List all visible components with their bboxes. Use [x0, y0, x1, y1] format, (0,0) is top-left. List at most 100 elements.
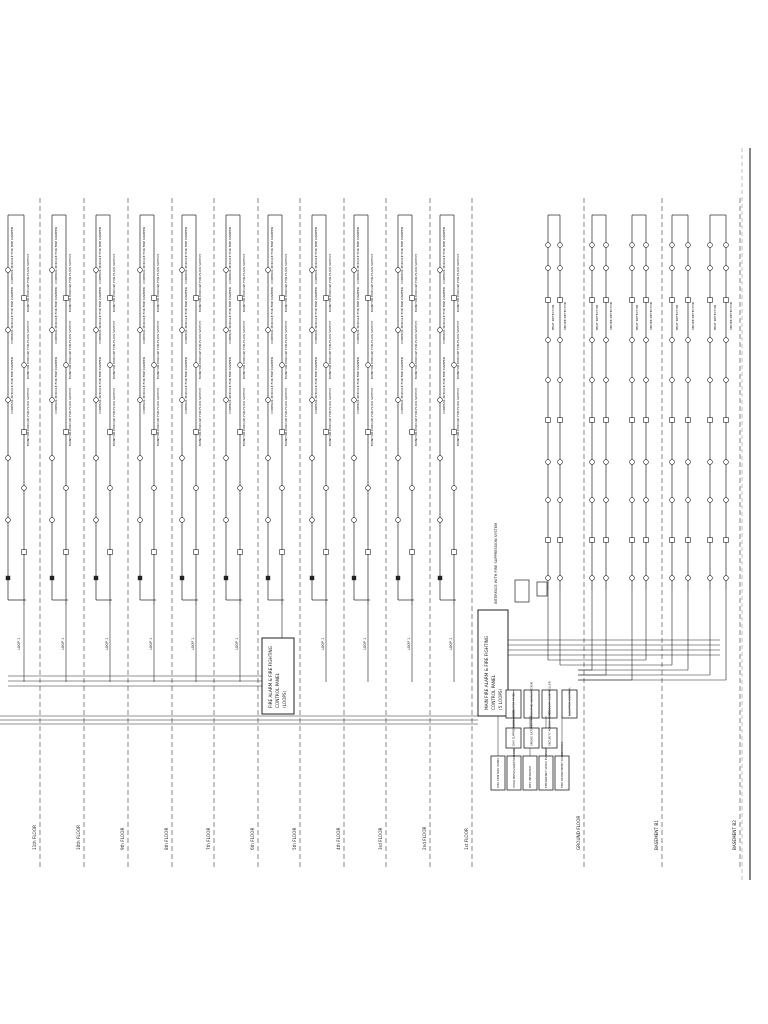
floor-label: 5th FLOOR: [292, 828, 297, 850]
module-symbol: [669, 417, 675, 423]
floor-label: 9th FLOOR: [120, 828, 125, 850]
device-label: HEAT DETECTOR: [713, 305, 717, 330]
module-symbol: [323, 549, 329, 555]
device-label: CONTROL MODULE FOR FIRE DAMPER: [270, 287, 274, 344]
loop-label: LOOP 1: [149, 638, 153, 650]
device-symbol: [723, 265, 729, 271]
interface-box: [536, 581, 548, 597]
device-symbol: [557, 265, 563, 271]
device-label: MONITOR MODULE FOR FLOW SWITCH: [242, 321, 246, 379]
loop-label: LOOP 1: [363, 638, 367, 650]
riser-columns: CONTROL MODULE FOR FIRE DAMPER MONITOR MO…: [5, 214, 733, 682]
module-symbol: [603, 417, 609, 423]
module-symbol: [589, 537, 595, 543]
device-symbol: [137, 517, 143, 523]
device-symbol: [723, 459, 729, 465]
module-symbol: [151, 549, 157, 555]
device-label: CONTROL MODULE FOR FIRE DAMPER: [184, 357, 188, 414]
module-symbol: [707, 537, 713, 543]
device-symbol: [723, 337, 729, 343]
device-label: MONITOR MODULE FOR FLOW SWITCH: [112, 388, 116, 446]
device-symbol: [351, 397, 357, 403]
device-label: MONITOR MODULE FOR FLOW SWITCH: [26, 388, 30, 446]
device-label: SMOKE DETECTOR: [609, 302, 613, 330]
panel-label: CONTROL PANEL: [275, 672, 280, 708]
module-symbol: [451, 549, 457, 555]
device-symbol: [323, 485, 329, 491]
module-symbol: [629, 417, 635, 423]
aux-system-box: AHU CONTROL PANEL: [490, 716, 506, 791]
floor-riser: CONTROL MODULE FOR FIRE DAMPER MONITOR MO…: [223, 214, 246, 682]
device-symbol: [707, 459, 713, 465]
device-symbol: [685, 459, 691, 465]
device-symbol: [545, 497, 551, 503]
device-symbol: [557, 242, 563, 248]
module-symbol: [237, 549, 243, 555]
device-symbol: [365, 485, 371, 491]
device-symbol: [685, 337, 691, 343]
module-symbol: [365, 549, 371, 555]
panel-label: MAIN FIRE ALARM & FIRE FIGHTING: [484, 636, 489, 710]
device-symbol: [545, 377, 551, 383]
device-label: MONITOR MODULE FOR FLOW SWITCH: [26, 321, 30, 379]
device-symbol: [309, 455, 315, 461]
device-symbol: [279, 362, 285, 368]
sounder-symbol: [223, 575, 229, 581]
floor-label: 11th FLOOR: [32, 825, 37, 850]
floor-label: 2nd FLOOR: [422, 827, 427, 850]
module-symbol: [107, 295, 113, 301]
module-symbol: [323, 295, 329, 301]
module-symbol: [365, 429, 371, 435]
module-symbol: [685, 297, 691, 303]
module-symbol: [409, 549, 415, 555]
aux-system-box: STAIR PRESSURIZATION FAN: [506, 716, 522, 791]
device-symbol: [437, 267, 443, 273]
device-symbol: [723, 242, 729, 248]
device-symbol: [589, 265, 595, 271]
device-symbol: [351, 455, 357, 461]
module-symbol: [707, 417, 713, 423]
module-symbol: [669, 537, 675, 543]
device-label: CONTROL MODULE FOR FIRE DAMPER: [270, 357, 274, 414]
device-symbol: [107, 362, 113, 368]
floor-riser: CONTROL MODULE FOR FIRE DAMPER MONITOR MO…: [93, 214, 116, 682]
device-symbol: [237, 485, 243, 491]
device-symbol: [223, 267, 229, 273]
device-symbol: [603, 337, 609, 343]
device-label: CONTROL MODULE FOR FIRE DAMPER: [142, 227, 146, 284]
device-symbol: [603, 265, 609, 271]
device-label: HEAT DETECTOR: [675, 305, 679, 330]
device-label: CONTROL MODULE FOR FIRE DAMPER: [356, 227, 360, 284]
module-symbol: [193, 429, 199, 435]
module-symbol: [107, 429, 113, 435]
floor-label: 1st FLOOR: [464, 828, 469, 850]
device-label: CONTROL MODULE FOR FIRE DAMPER: [228, 357, 232, 414]
device-symbol: [707, 497, 713, 503]
device-symbol: [557, 497, 563, 503]
device-symbol: [49, 327, 55, 333]
right-riser: HEAT DETECTOR: [545, 214, 578, 661]
device-label: MONITOR MODULE FOR FLOW SWITCH: [284, 321, 288, 379]
device-symbol: [21, 485, 27, 491]
device-symbol: [643, 337, 649, 343]
module-symbol: [557, 537, 563, 543]
module-symbol: [589, 297, 595, 303]
aux-system-box: SMOKE EXTRACT FAN: [523, 716, 540, 749]
device-symbol: [589, 242, 595, 248]
device-label: MONITOR MODULE FOR FLOW SWITCH: [156, 254, 160, 312]
sounder-symbol: [5, 575, 11, 581]
top-note: INTERFACE WITH FIRE SUPPRESSION SYSTEM: [494, 523, 498, 604]
module-symbol: [151, 295, 157, 301]
device-symbol: [669, 337, 675, 343]
aux-system-box: GAS SUPPRESSION PANEL: [505, 710, 522, 749]
device-symbol: [629, 337, 635, 343]
device-symbol: [265, 517, 271, 523]
device-symbol: [395, 455, 401, 461]
floor-riser: CONTROL MODULE FOR FIRE DAMPER MONITOR MO…: [137, 214, 160, 682]
device-label: CONTROL MODULE FOR FIRE DAMPER: [54, 357, 58, 414]
device-label: CONTROL MODULE FOR FIRE DAMPER: [98, 227, 102, 284]
device-label: MONITOR MODULE FOR FLOW SWITCH: [456, 388, 460, 446]
device-symbol: [589, 497, 595, 503]
